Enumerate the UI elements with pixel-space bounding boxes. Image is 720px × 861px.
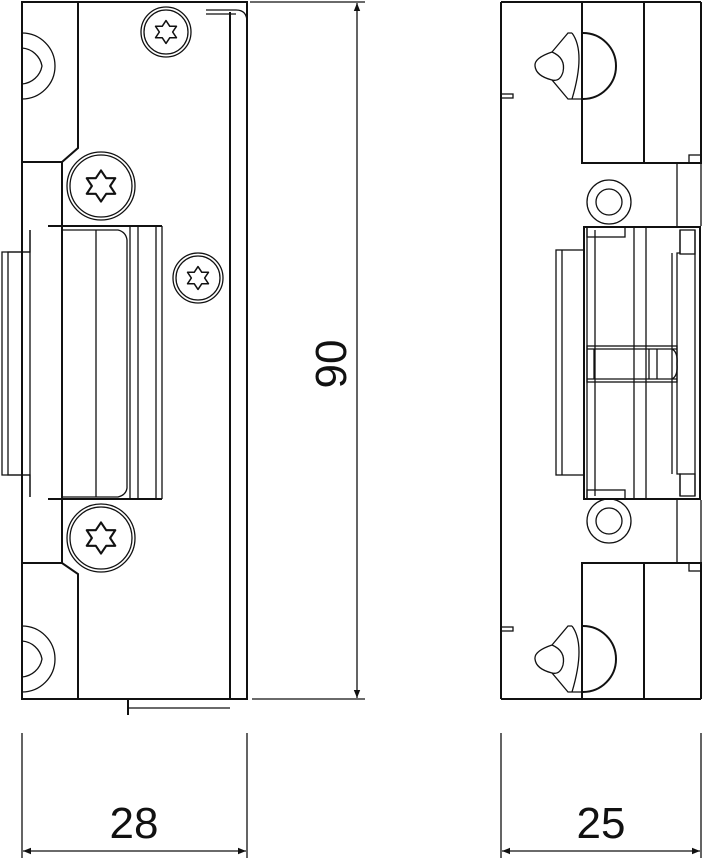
latch-body bbox=[555, 226, 701, 500]
guide-pin-icon bbox=[534, 32, 617, 100]
front-width-dimension: 28 bbox=[21, 733, 248, 858]
side-width-dimension: 25 bbox=[500, 733, 702, 858]
side-width-label: 25 bbox=[577, 799, 626, 848]
screw-icon bbox=[140, 6, 192, 58]
washer-icon bbox=[586, 498, 632, 544]
side-view bbox=[500, 1, 702, 700]
guide-pin-icon bbox=[534, 625, 617, 693]
front-plate-outline bbox=[21, 1, 248, 700]
height-dimension: 90 bbox=[250, 1, 365, 700]
screw-icon bbox=[66, 151, 136, 221]
screw-icon bbox=[66, 503, 136, 573]
washer-icon bbox=[586, 179, 632, 225]
front-width-label: 28 bbox=[110, 799, 159, 848]
height-dimension-label: 90 bbox=[307, 340, 356, 389]
latch bbox=[1, 225, 163, 500]
front-view bbox=[1, 1, 248, 715]
screw-icon bbox=[172, 252, 224, 304]
